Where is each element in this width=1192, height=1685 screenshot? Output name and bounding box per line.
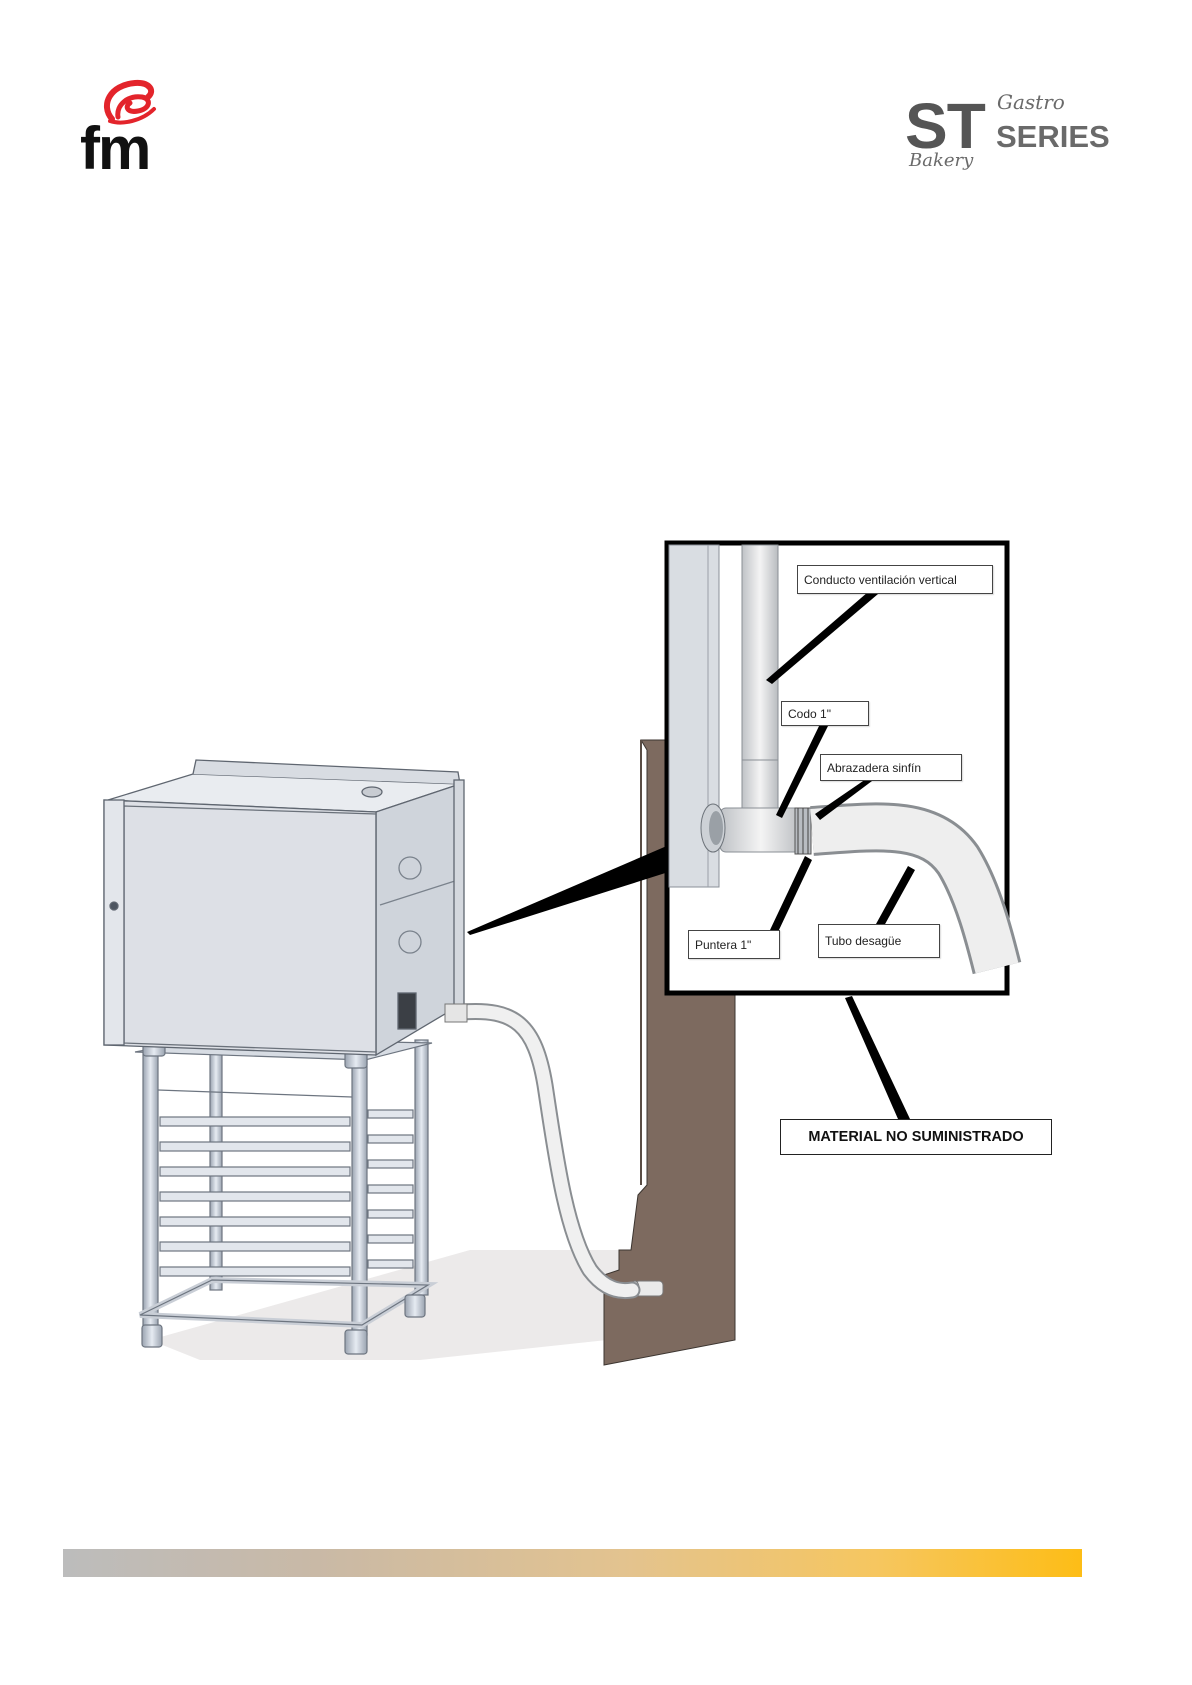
label-puntera: Puntera 1"	[688, 930, 780, 959]
label-tubo-desague: Tubo desagüe	[818, 924, 940, 958]
label-abrazadera: Abrazadera sinfín	[820, 754, 962, 781]
label-material-no-suministrado: MATERIAL NO SUMINISTRADO	[780, 1119, 1052, 1155]
footer-gradient-bar	[63, 1549, 1082, 1577]
label-conducto-ventilacion: Conducto ventilación vertical	[797, 565, 993, 594]
label-codo: Codo 1"	[781, 701, 869, 726]
oven	[104, 760, 464, 1055]
drain-hose	[445, 1004, 632, 1291]
